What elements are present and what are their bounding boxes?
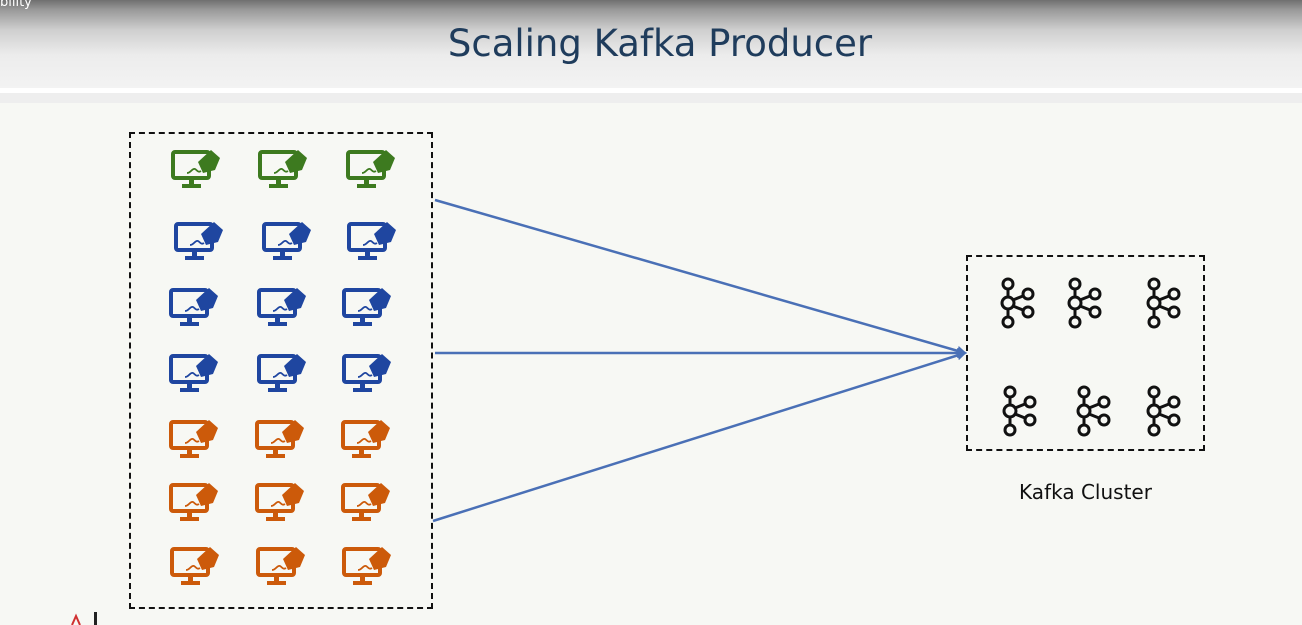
computer-producer-icon: [342, 352, 394, 405]
computer-producer-icon: [174, 220, 226, 273]
computer-producer-icon: [341, 418, 393, 471]
kafka-broker-icon: [1142, 385, 1184, 442]
computer-producer-icon: [258, 148, 310, 201]
kafka-broker-icon: [998, 385, 1040, 442]
header-divider: [0, 88, 1302, 93]
computer-producer-icon: [342, 545, 394, 598]
computer-producer-icon: [257, 286, 309, 339]
computer-producer-icon: [170, 545, 222, 598]
computer-producer-icon: [342, 286, 394, 339]
computer-producer-icon: [255, 481, 307, 534]
slide-header: bility Scaling Kafka Producer: [0, 0, 1302, 88]
arrow-bottom: [432, 350, 967, 523]
kafka-broker-icon: [1063, 277, 1105, 334]
kafka-broker-icon: [1142, 277, 1184, 334]
computer-producer-icon: [256, 545, 308, 598]
slide-title: Scaling Kafka Producer: [447, 22, 873, 65]
computer-producer-icon: [169, 481, 221, 534]
computer-producer-icon: [255, 418, 307, 471]
computer-producer-icon: [169, 352, 221, 405]
kafka-broker-icon: [996, 277, 1038, 334]
computer-producer-icon: [257, 352, 309, 405]
computer-producer-icon: [262, 220, 314, 273]
kafka-cluster-box: [966, 255, 1205, 451]
computer-producer-icon: [346, 148, 398, 201]
kafka-cluster-label: Kafka Cluster: [1019, 480, 1152, 504]
computer-producer-icon: [171, 148, 223, 201]
computer-producer-icon: [169, 286, 221, 339]
computer-producer-icon: [169, 418, 221, 471]
producer-group-box: [129, 132, 433, 609]
corner-text: bility: [0, 0, 32, 10]
logo-fragment-icon: [71, 612, 97, 625]
kafka-broker-icon: [1072, 385, 1114, 442]
computer-producer-icon: [347, 220, 399, 273]
header-band: [0, 93, 1302, 103]
computer-producer-icon: [341, 481, 393, 534]
arrow-top: [434, 198, 967, 356]
